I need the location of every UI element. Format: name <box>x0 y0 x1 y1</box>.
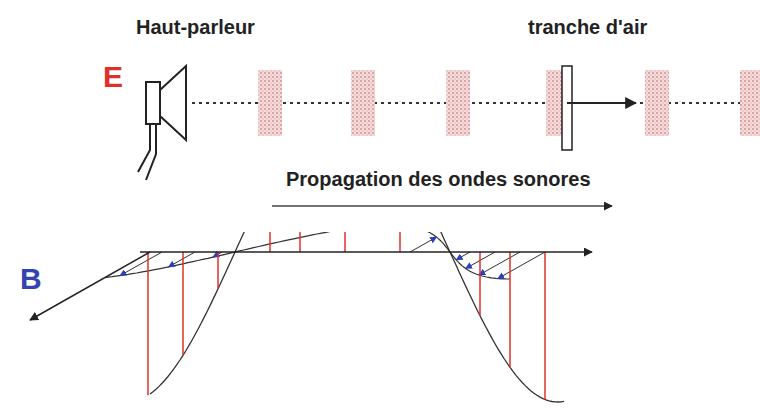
slice-label: tranche d'air <box>528 16 647 38</box>
top-panel <box>130 0 760 232</box>
electric-vector <box>147 252 149 395</box>
b-axis <box>30 252 150 320</box>
field-label: E <box>103 60 123 93</box>
electric-vector <box>182 252 184 355</box>
magnetic-vector <box>498 252 545 279</box>
air-slices <box>258 70 760 136</box>
electric-vector <box>479 252 481 316</box>
magnetic-vector <box>169 252 196 267</box>
loudspeaker-icon <box>138 66 186 180</box>
field-label: B <box>20 262 42 295</box>
x-axis <box>140 251 592 253</box>
speaker-label: Haut-parleur <box>136 16 255 38</box>
electric-vector <box>544 252 546 400</box>
air-slice-outline <box>562 66 572 150</box>
propagation-arrow <box>272 205 612 207</box>
magnetic-vector <box>410 237 437 252</box>
electric-vector <box>217 252 219 289</box>
displacement-arrow <box>567 102 636 104</box>
electric-vector <box>509 252 511 367</box>
magnetic-vector <box>456 252 470 260</box>
magnetic-vector <box>120 252 162 276</box>
propagation-label: Propagation des ondes sonores <box>286 168 591 190</box>
magnetic-vector <box>479 252 520 275</box>
